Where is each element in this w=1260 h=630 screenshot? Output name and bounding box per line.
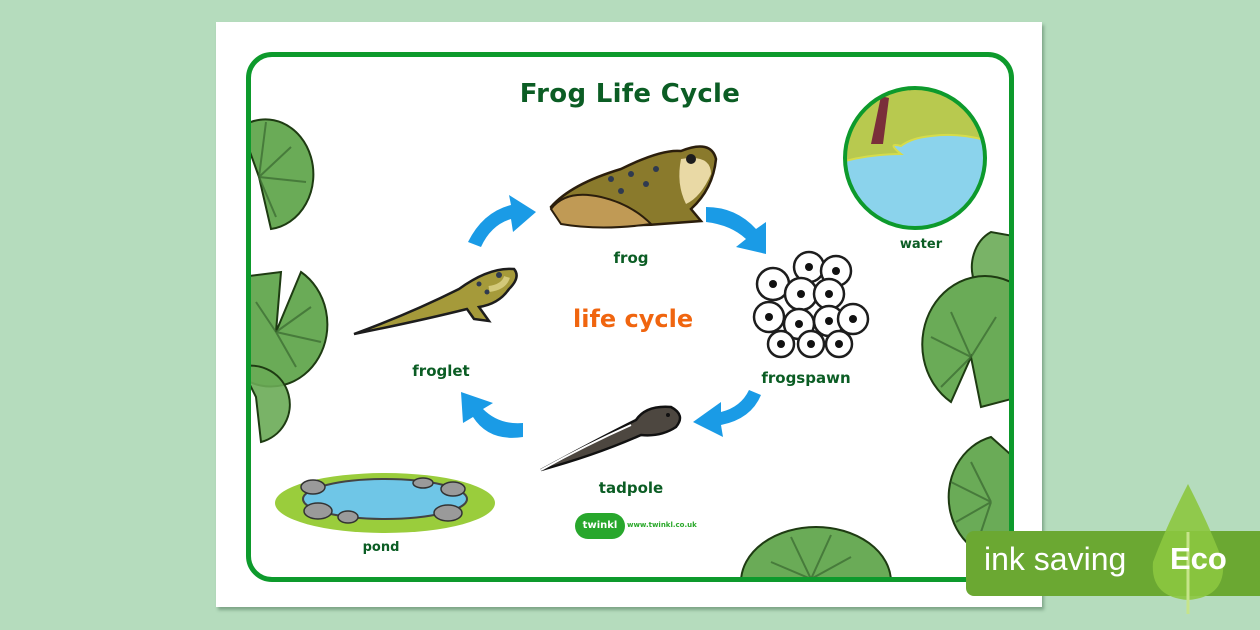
eco-label: Eco xyxy=(1170,541,1227,576)
ink-saving-text: ink saving xyxy=(984,541,1127,577)
poster-frame: Frog Life Cycle water frog frogspawn xyxy=(246,52,1014,582)
tadpole-illustration xyxy=(540,405,682,472)
twinkl-logo: twinkl xyxy=(575,513,625,539)
froglet-illustration xyxy=(353,267,518,336)
frogspawn-illustration xyxy=(752,250,870,359)
arrow-froglet-to-frog-icon xyxy=(468,195,536,247)
lily-pads-decoration xyxy=(251,118,1009,577)
leaf-icon xyxy=(1152,484,1224,614)
pond-label: pond xyxy=(362,540,400,555)
tadpole-label: tadpole xyxy=(598,479,664,497)
twinkl-branding: twinkl www.twinkl.co.uk xyxy=(575,513,705,539)
arrow-tadpole-to-froglet-icon xyxy=(461,392,523,438)
froglet-label: froglet xyxy=(412,362,470,380)
frog-label: frog xyxy=(613,249,649,267)
arrow-frogspawn-to-tadpole-icon xyxy=(693,390,761,437)
poster-title: Frog Life Cycle xyxy=(519,79,741,109)
cycle-arrows xyxy=(461,195,766,438)
frogspawn-label: frogspawn xyxy=(761,369,851,387)
water-label: water xyxy=(899,237,943,252)
pond-illustration xyxy=(275,473,495,533)
frog-illustration xyxy=(549,145,718,229)
water-illustration xyxy=(843,86,987,230)
center-label: life cycle xyxy=(573,305,694,333)
arrow-frog-to-frogspawn-icon xyxy=(706,207,766,254)
twinkl-url: www.twinkl.co.uk xyxy=(627,521,697,529)
